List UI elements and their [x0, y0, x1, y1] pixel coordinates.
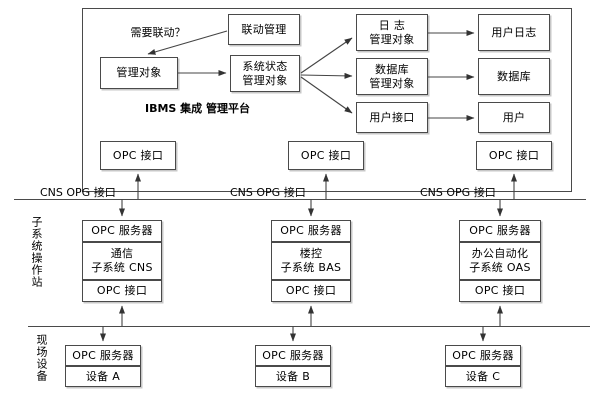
db-management-object-line2: 管理对象: [369, 76, 415, 90]
device-server-c[interactable]: OPC 服务器: [445, 345, 521, 366]
opc-server-label: OPC 服务器: [452, 348, 514, 362]
management-object-box[interactable]: 管理对象: [100, 57, 178, 89]
opg-bus-label-center: CNS OPG 接口: [230, 186, 306, 199]
linkage-management-label: 联动管理: [241, 22, 287, 36]
platform-opc-interface-left[interactable]: OPC 接口: [100, 141, 176, 170]
log-management-object-line1: 日 志: [378, 18, 406, 32]
database-label: 数据库: [497, 69, 531, 83]
system-state-object-line1: 系统状态: [242, 59, 288, 73]
opg-bus-label-left: CNS OPG 接口: [40, 186, 116, 199]
device-b[interactable]: 设备 B: [255, 366, 331, 387]
log-management-object-box[interactable]: 日 志 管理对象: [356, 14, 428, 51]
need-linkage-annotation: 需要联动？: [130, 26, 186, 39]
platform-opc-interface-center[interactable]: OPC 接口: [288, 141, 364, 170]
field-devices-caption: 现场设备: [35, 334, 48, 382]
system-state-object-line2: 管理对象: [242, 73, 288, 87]
user-label: 用户: [502, 110, 526, 124]
device-name: 设备 B: [275, 369, 311, 383]
user-box[interactable]: 用户: [478, 102, 550, 133]
opc-interface-label: OPC 接口: [96, 284, 148, 298]
opc-interface-label: OPC 接口: [285, 284, 337, 298]
device-name: 设备 A: [85, 369, 121, 383]
ibms-caption-line1: IBMS 集成: [145, 102, 203, 115]
ibms-platform-frame: [82, 8, 572, 192]
linkage-management-box[interactable]: 联动管理: [228, 14, 300, 45]
user-log-label: 用户日志: [491, 25, 537, 39]
opc-server-label: OPC 服务器: [91, 224, 153, 238]
user-interface-box[interactable]: 用户接口: [356, 102, 428, 133]
log-management-object-line2: 管理对象: [369, 32, 415, 46]
subsystem-station-caption: 子系统操作站: [30, 216, 43, 288]
subsystem-opc-interface-bas[interactable]: OPC 接口: [271, 280, 351, 302]
user-interface-label: 用户接口: [369, 110, 415, 124]
opc-interface-label: OPC 接口: [112, 148, 164, 162]
field-bus-line: [28, 326, 590, 327]
subsystem-name-line2: 子系统 OAS: [469, 261, 531, 274]
opg-bus-label-right: CNS OPG 接口: [420, 186, 496, 199]
device-c[interactable]: 设备 C: [445, 366, 521, 387]
subsystem-server-cns[interactable]: OPC 服务器: [82, 220, 162, 242]
device-a[interactable]: 设备 A: [65, 366, 141, 387]
device-server-a[interactable]: OPC 服务器: [65, 345, 141, 366]
opc-interface-label: OPC 接口: [474, 284, 526, 298]
ibms-platform-caption: IBMS 集成 管理平台: [145, 102, 250, 116]
ibms-caption-line2: 管理平台: [206, 102, 251, 115]
opc-server-label: OPC 服务器: [280, 224, 342, 238]
opc-server-label: OPC 服务器: [262, 348, 324, 362]
subsystem-opc-interface-oas[interactable]: OPC 接口: [459, 280, 541, 302]
database-box[interactable]: 数据库: [478, 58, 550, 95]
opc-server-label: OPC 服务器: [469, 224, 531, 238]
device-server-b[interactable]: OPC 服务器: [255, 345, 331, 366]
user-log-box[interactable]: 用户日志: [478, 14, 550, 51]
subsystem-name-line2: 子系统 CNS: [91, 261, 153, 274]
platform-opc-interface-right[interactable]: OPC 接口: [476, 141, 552, 170]
opc-interface-label: OPC 接口: [300, 148, 352, 162]
subsystem-name-bas[interactable]: 楼控 子系统 BAS: [271, 242, 351, 280]
subsystem-name-line1: 通信: [110, 247, 134, 261]
subsystem-server-bas[interactable]: OPC 服务器: [271, 220, 351, 242]
subsystem-name-line1: 办公自动化: [471, 247, 529, 261]
management-object-label: 管理对象: [116, 66, 162, 80]
system-state-object-box[interactable]: 系统状态 管理对象: [230, 55, 300, 92]
device-name: 设备 C: [465, 369, 501, 383]
subsystem-opc-interface-cns[interactable]: OPC 接口: [82, 280, 162, 302]
opg-bus-line-top: [14, 199, 586, 200]
subsystem-name-oas[interactable]: 办公自动化 子系统 OAS: [459, 242, 541, 280]
subsystem-server-oas[interactable]: OPC 服务器: [459, 220, 541, 242]
opc-server-label: OPC 服务器: [72, 348, 134, 362]
subsystem-name-line2: 子系统 BAS: [280, 261, 342, 274]
subsystem-name-line1: 楼控: [299, 247, 323, 261]
db-management-object-line1: 数据库: [375, 62, 409, 76]
opc-interface-label: OPC 接口: [488, 148, 540, 162]
subsystem-name-cns[interactable]: 通信 子系统 CNS: [82, 242, 162, 280]
db-management-object-box[interactable]: 数据库 管理对象: [356, 58, 428, 95]
